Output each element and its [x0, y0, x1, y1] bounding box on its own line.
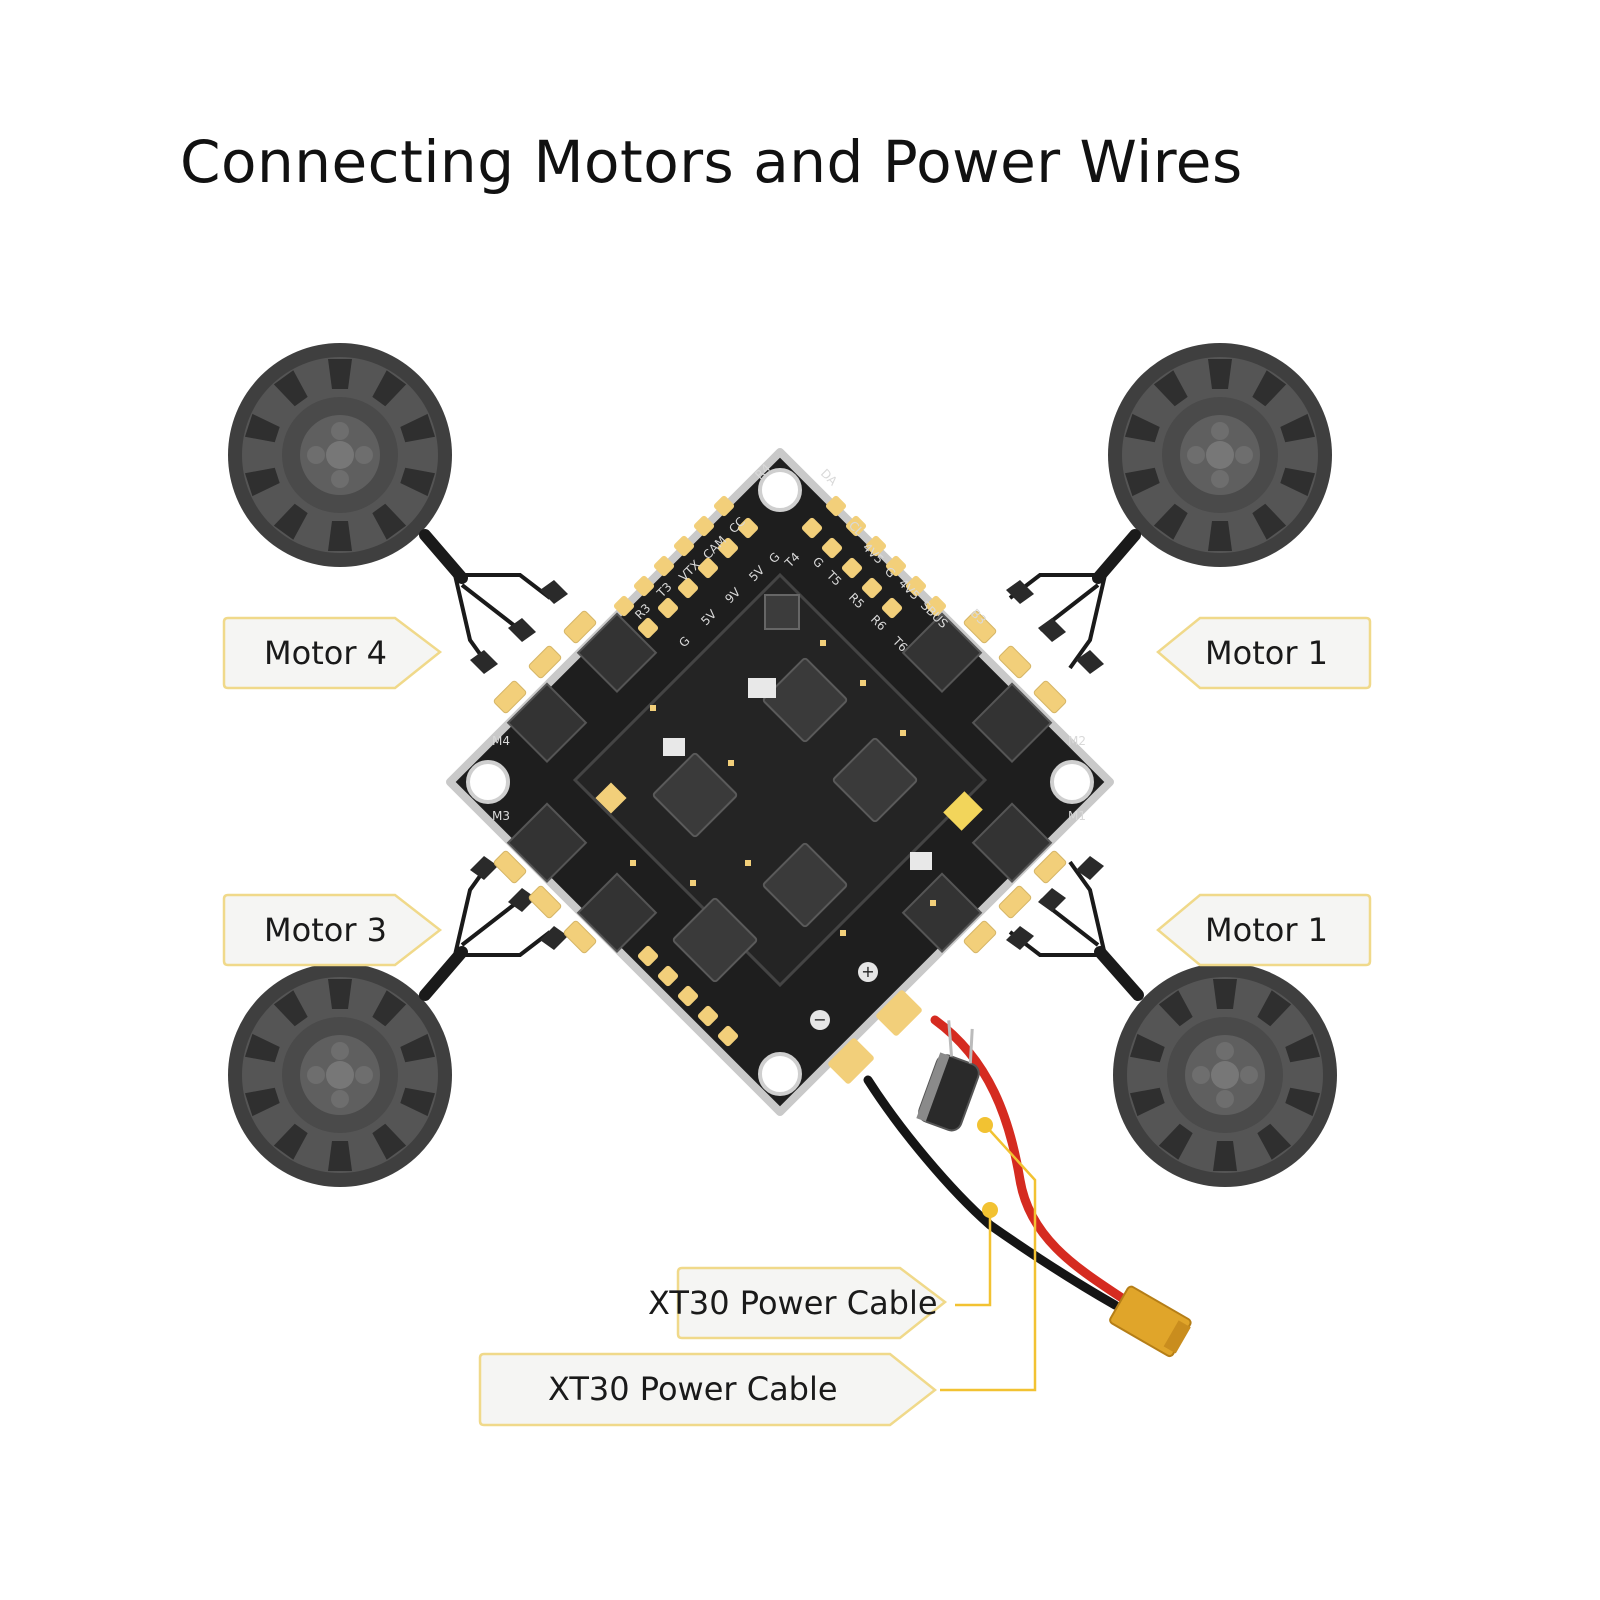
mount-hole-left — [466, 760, 510, 804]
mount-hole-top — [758, 468, 802, 512]
power-pad-positive — [876, 990, 922, 1036]
callout-motor-1-top: Motor 1 — [1156, 616, 1372, 690]
m2-label: M2 — [1068, 734, 1086, 748]
mount-hole-bottom — [758, 1052, 802, 1096]
motor-1-bottom — [1006, 856, 1337, 1187]
page-title: Connecting Motors and Power Wires — [180, 128, 1243, 196]
motor-1-top — [1006, 343, 1332, 674]
callout-motor-1-bottom: Motor 1 — [1156, 893, 1372, 967]
pad-row-top-left — [613, 495, 759, 639]
capacitor — [916, 1020, 980, 1132]
motor-1-bottom-label: Motor 1 — [1205, 911, 1328, 949]
pad-label-da: DA — [818, 466, 841, 489]
motor-1-top-label: Motor 1 — [1205, 634, 1328, 672]
motor-4-label: Motor 4 — [264, 634, 387, 672]
xt30-connector — [1109, 1285, 1192, 1358]
callout-motor-3: Motor 3 — [222, 893, 443, 967]
power-pad-negative — [828, 1038, 874, 1084]
m3-label: M3 — [492, 809, 510, 823]
power-cable-upper-label: XT30 Power Cable — [648, 1284, 938, 1322]
flight-controller-board: + − M4 M2 M3 M1 R4 DA CL 4V5 G 4V5 SBUS … — [446, 448, 1114, 1116]
red-wire — [930, 1015, 1130, 1305]
callout-power-cable-upper: XT30 Power Cable — [648, 1266, 948, 1340]
motor-4 — [228, 343, 568, 674]
mount-hole-right — [1050, 760, 1094, 804]
pad-row-bottom-left — [637, 945, 739, 1047]
leader-lines — [940, 1124, 1037, 1392]
motor-3-label: Motor 3 — [264, 911, 387, 949]
plus-label: + — [861, 962, 874, 981]
m1-label: M1 — [1068, 809, 1086, 823]
motor-3 — [228, 856, 568, 1187]
callout-motor-4: Motor 4 — [222, 616, 443, 690]
power-wires — [863, 1015, 1192, 1358]
pad-row-top-right — [801, 495, 947, 619]
minus-label: − — [813, 1010, 826, 1029]
callout-power-cable-lower: XT30 Power Cable — [478, 1352, 938, 1427]
m4-label: M4 — [492, 734, 510, 748]
power-cable-lower-label: XT30 Power Cable — [548, 1370, 838, 1408]
